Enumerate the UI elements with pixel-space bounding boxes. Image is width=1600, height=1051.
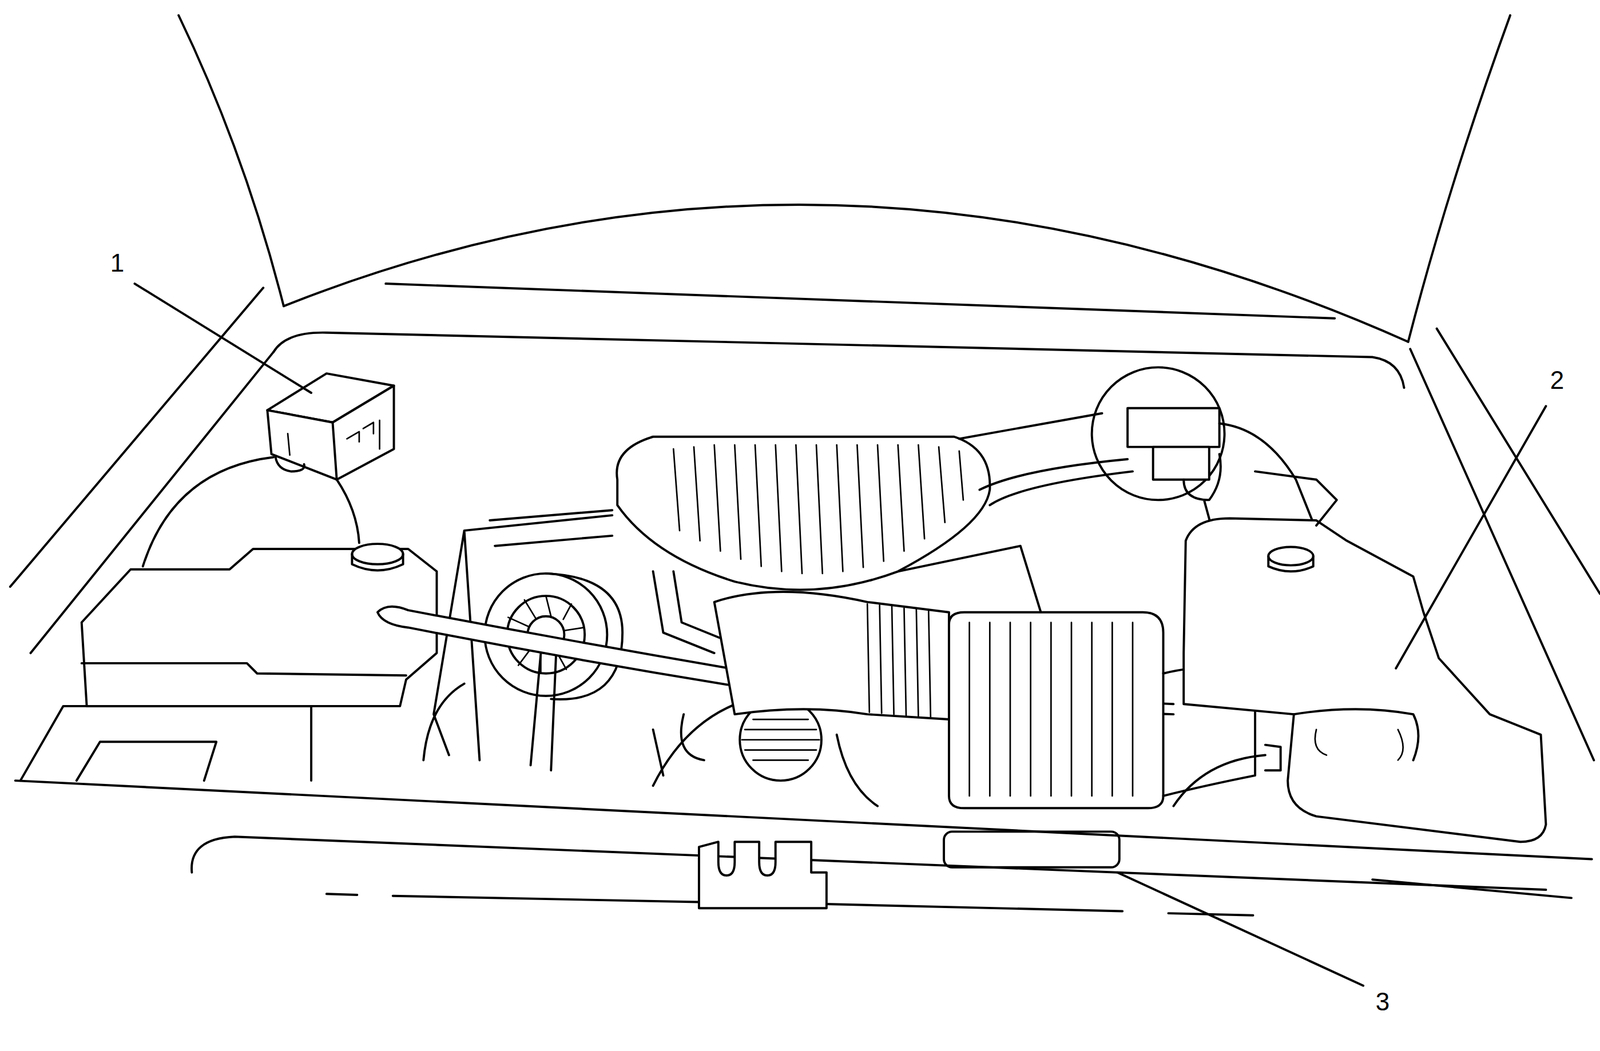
intake-duct (714, 592, 1256, 809)
relay-detail (287, 420, 380, 456)
fender-line (10, 287, 264, 587)
reservoir-cap (351, 544, 403, 565)
reservoir-mark (1315, 729, 1404, 761)
alternator-case (545, 573, 623, 700)
grille-ribs (741, 719, 820, 761)
intake-cover (616, 413, 1133, 591)
reservoir-edge (81, 663, 407, 676)
reservoir-cap-side (351, 554, 403, 571)
leader-lines (134, 283, 1546, 987)
leader-line (1117, 872, 1364, 987)
connector-plug (1153, 447, 1210, 480)
battery-terminal (76, 741, 217, 781)
support-bar (191, 836, 1546, 891)
booster (1092, 367, 1225, 500)
relay-edge (332, 422, 337, 480)
battery (20, 706, 312, 781)
support-dash (1372, 879, 1572, 899)
duct (714, 592, 950, 720)
cover-body (616, 437, 990, 591)
support-dash (826, 904, 1123, 912)
reservoir-body (81, 549, 438, 707)
battery-body (20, 706, 312, 781)
support-dash (392, 896, 700, 903)
leader-line (1395, 406, 1546, 669)
callout-number: 2 (1547, 366, 1567, 395)
leader-line (134, 283, 312, 393)
cover-wire (959, 413, 1133, 506)
cowl-arc (283, 204, 1409, 343)
cowl-line (273, 332, 1404, 388)
connector (1127, 408, 1220, 448)
hood-strut (178, 15, 284, 307)
reservoir-edge (1255, 471, 1419, 761)
reservoir-hose (1173, 745, 1281, 807)
alternator-wire (530, 653, 557, 771)
cowl-line (385, 283, 1335, 319)
support-dash (326, 894, 358, 896)
washer-reservoir (1173, 471, 1546, 843)
hood-latch (699, 842, 827, 909)
reservoir-body (1183, 518, 1546, 843)
relay-clip (275, 457, 305, 472)
coolant-reservoir (81, 457, 438, 706)
cover-ribs (673, 445, 964, 574)
hood-strut (1408, 15, 1511, 343)
relay-side (267, 386, 394, 480)
reservoir-cap (1268, 546, 1313, 566)
reservoir-hose (336, 479, 360, 544)
air-filter (949, 612, 1164, 809)
callout-number: 3 (1373, 988, 1392, 1016)
reservoir-cap-side (1268, 556, 1313, 573)
relay-box (267, 373, 394, 480)
label-plate (943, 831, 1120, 868)
callout-number: 1 (108, 249, 127, 277)
filter-ribs (969, 622, 1133, 797)
duct-ribs (867, 604, 931, 718)
